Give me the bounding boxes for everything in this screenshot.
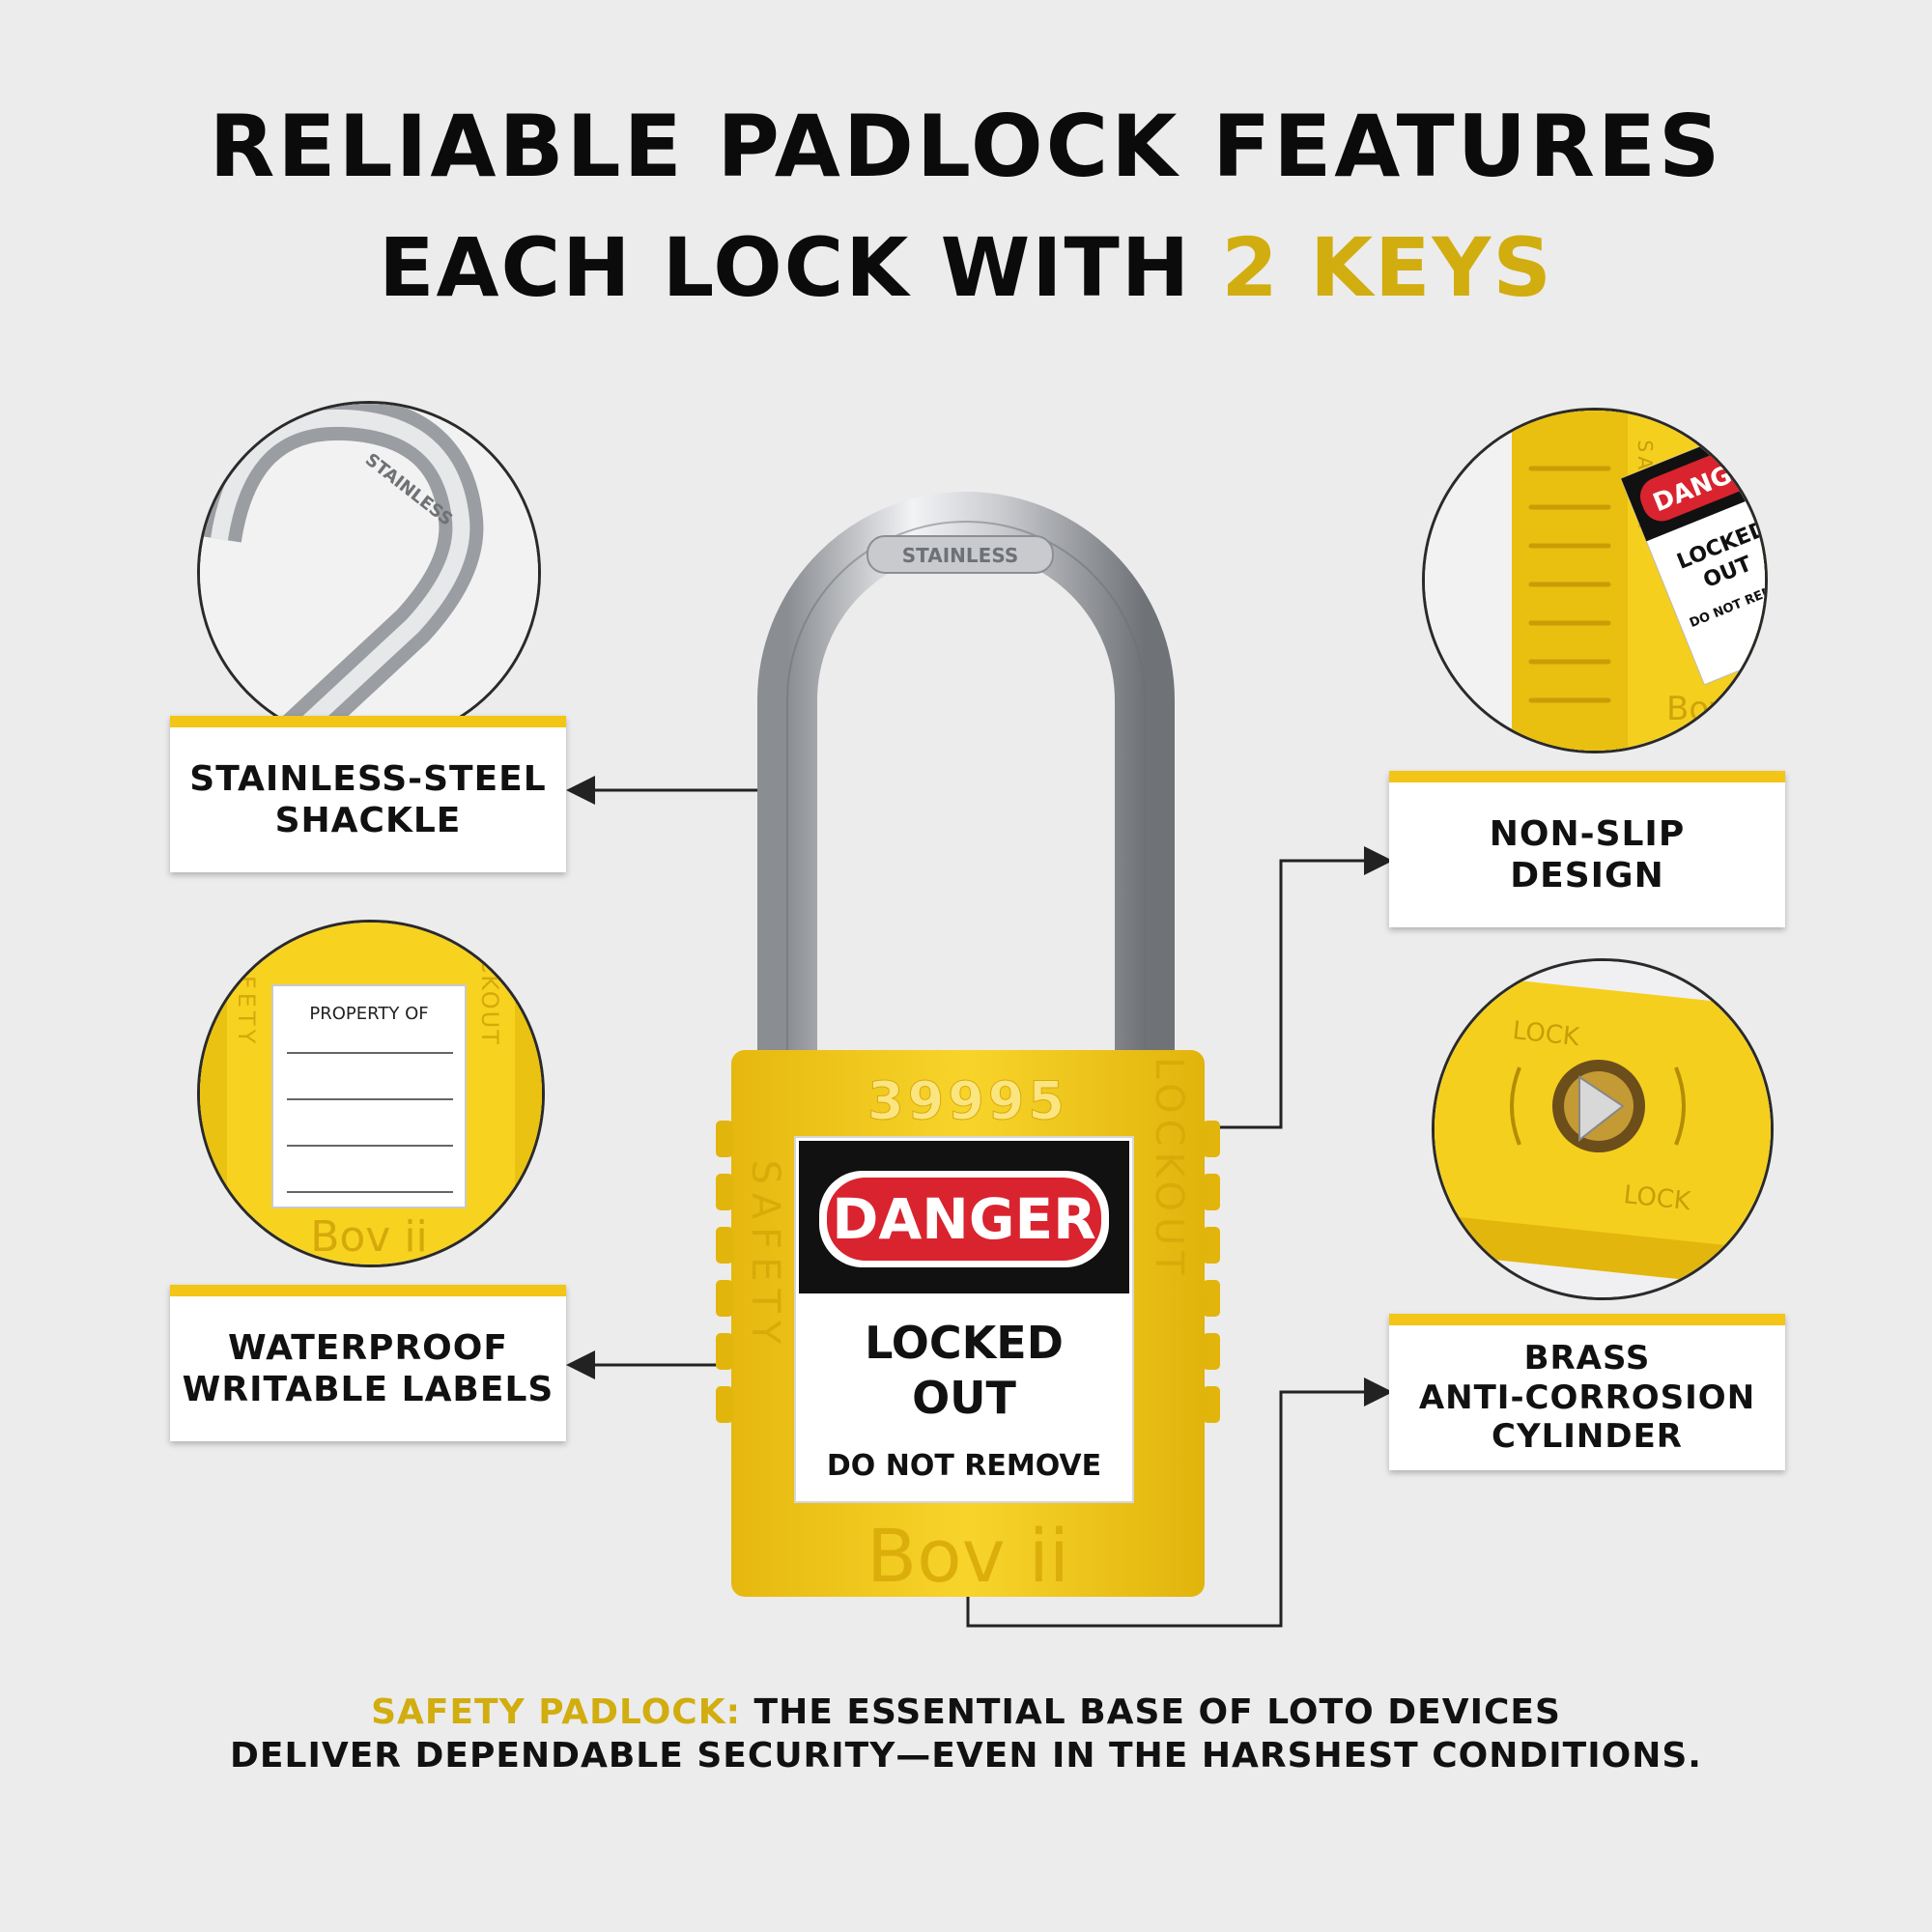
side-text-lockout: LOCKOUT (1147, 1057, 1191, 1281)
callout-cylinder-line1: BRASS (1523, 1338, 1651, 1378)
shackle-stamp: STAINLESS (902, 544, 1018, 567)
subheadline-accent: 2 KEYS (1221, 220, 1553, 315)
keyway-closeup: LOCK LOCK (1435, 961, 1771, 1297)
callout-waterproof-labels: WATERPROOF WRITABLE LABELS (170, 1285, 566, 1441)
side-text-safety: SAFETY (743, 1160, 787, 1352)
callout-non-slip: NON-SLIP DESIGN (1389, 771, 1785, 927)
callout-nonslip-line2: DESIGN (1510, 856, 1664, 895)
subheadline-prefix: EACH LOCK WITH (379, 220, 1222, 315)
subheadline: EACH LOCK WITH 2 KEYS (0, 220, 1932, 315)
callout-labels-line2: WRITABLE LABELS (182, 1370, 554, 1409)
footer-line1-rest: THE ESSENTIAL BASE OF LOTO DEVICES (741, 1692, 1561, 1732)
footer-line1: SAFETY PADLOCK: THE ESSENTIAL BASE OF LO… (0, 1692, 1932, 1732)
callout-nonslip-line1: NON-SLIP (1489, 813, 1686, 854)
footer-line2: DELIVER DEPENDABLE SECURITY—EVEN IN THE … (230, 1736, 1702, 1776)
brand-emboss: Bov ii (867, 1513, 1069, 1599)
label-closeup: PROPERTY OF SAFETY LOCKOUT Bov ii (200, 923, 542, 1264)
callout-cylinder-line2: ANTI-CORROSION (1418, 1378, 1756, 1417)
cylinder-detail-circle: LOCK LOCK (1432, 958, 1774, 1300)
callout-shackle-line1: STAINLESS-STEEL (189, 758, 547, 799)
label-brand: Bov ii (310, 1212, 428, 1262)
out-label: OUT (912, 1372, 1016, 1424)
keyway-lock-bottom: LOCK (1622, 1180, 1692, 1216)
shackle-closeup: STAINLESS (200, 404, 538, 742)
callout-brass-cylinder: BRASS ANTI-CORROSION CYLINDER (1389, 1314, 1785, 1470)
model-number: 39995 (867, 1070, 1068, 1131)
danger-label: DANGER (832, 1186, 1095, 1252)
footer-accent: SAFETY PADLOCK: (371, 1692, 742, 1732)
labels-detail-circle: PROPERTY OF SAFETY LOCKOUT Bov ii (197, 920, 545, 1267)
connector-nonslip (1209, 846, 1393, 1129)
callout-cylinder-line3: CYLINDER (1492, 1417, 1683, 1457)
nonslip-closeup: SAFETY DANG LOCKED OUT DO NOT REMOVE Bov (1425, 411, 1765, 751)
callout-stainless-shackle: STAINLESS-STEEL SHACKLE (170, 716, 566, 872)
shackle-detail-circle: STAINLESS (197, 401, 541, 745)
do-not-remove-label: DO NOT REMOVE (827, 1449, 1101, 1483)
shackle (757, 492, 1175, 1063)
callout-labels-line1: WATERPROOF (228, 1327, 508, 1368)
headline: RELIABLE PADLOCK FEATURES (209, 97, 1723, 196)
property-of-label: PROPERTY OF (309, 1004, 428, 1024)
locked-label: LOCKED (865, 1317, 1064, 1369)
keyway-lock-top: LOCK (1511, 1016, 1581, 1052)
nonslip-detail-circle: SAFETY DANG LOCKED OUT DO NOT REMOVE Bov (1422, 408, 1768, 753)
callout-shackle-line2: SHACKLE (274, 801, 462, 840)
connector-cylinder (966, 1378, 1393, 1628)
